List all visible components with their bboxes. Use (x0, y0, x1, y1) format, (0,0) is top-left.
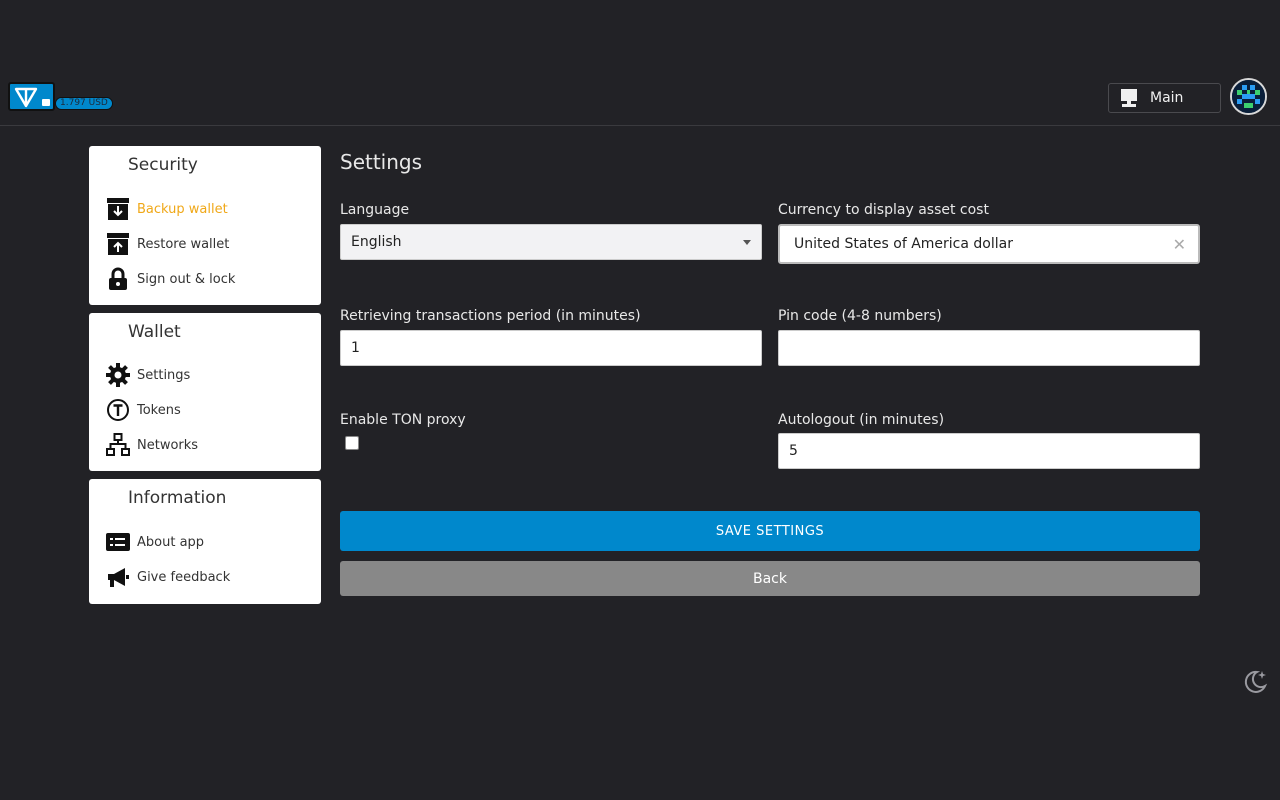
sidebar-item-label: Give feedback (137, 569, 231, 585)
currency-value: United States of America dollar (794, 236, 1013, 252)
lock-icon (105, 266, 131, 292)
sidebar-item-label: Sign out & lock (137, 271, 236, 287)
sidebar-item-label: Tokens (137, 402, 181, 418)
sidebar-item-restore-wallet[interactable]: Restore wallet (105, 231, 305, 257)
lock-badge-icon (42, 99, 50, 106)
sidebar-item-about-app[interactable]: About app (105, 529, 305, 555)
section-title-wallet: Wallet (128, 322, 181, 342)
back-button[interactable]: Back (340, 561, 1200, 596)
autologout-label: Autologout (in minutes) (778, 412, 945, 428)
top-bar: 1.797 USD Main (0, 0, 1280, 126)
information-section: Information About app Give feedback (89, 479, 321, 604)
sidebar-item-give-feedback[interactable]: Give feedback (105, 564, 305, 590)
page-title: Settings (340, 150, 423, 174)
caret-down-icon (743, 240, 751, 245)
avatar[interactable] (1230, 78, 1267, 115)
period-label: Retrieving transactions period (in minut… (340, 308, 641, 324)
sidebar-item-label: About app (137, 534, 205, 550)
archive-up-icon (105, 231, 131, 257)
avatar-icon (1232, 80, 1265, 113)
archive-down-icon (105, 196, 131, 222)
sidebar-item-label: Restore wallet (137, 236, 230, 252)
security-section: Security Backup wallet Restore wallet Si… (89, 146, 321, 305)
sidebar-item-backup-wallet[interactable]: Backup wallet (105, 196, 305, 222)
language-select[interactable]: English (340, 224, 762, 260)
section-title-information: Information (128, 488, 227, 508)
monitor-icon (1121, 89, 1137, 107)
save-settings-button[interactable]: SAVE SETTINGS (340, 511, 1200, 551)
ton-logo-icon (14, 87, 38, 108)
language-value: English (351, 234, 402, 250)
sidebar-item-label: Networks (137, 437, 199, 453)
autologout-input[interactable] (778, 433, 1200, 469)
sidebar-item-sign-out[interactable]: Sign out & lock (105, 266, 305, 292)
network-icon (105, 432, 131, 458)
sidebar-item-settings[interactable]: Settings (105, 362, 305, 388)
language-label: Language (340, 202, 410, 218)
pin-input[interactable] (778, 330, 1200, 366)
proxy-label: Enable TON proxy (340, 412, 466, 428)
currency-select[interactable]: United States of America dollar ✕ (778, 224, 1200, 264)
token-icon (105, 397, 131, 423)
period-input[interactable] (340, 330, 762, 366)
network-selector-button[interactable]: Main (1108, 83, 1221, 113)
ton-logo[interactable] (8, 82, 55, 111)
moon-icon (1244, 670, 1268, 693)
info-card-icon (105, 529, 131, 555)
wallet-section: Wallet Settings Tokens Networks (89, 313, 321, 471)
sidebar-item-label: Backup wallet (137, 201, 228, 217)
network-label: Main (1150, 90, 1184, 106)
proxy-checkbox[interactable] (345, 436, 359, 450)
balance-badge: 1.797 USD (55, 97, 113, 110)
pin-label: Pin code (4-8 numbers) (778, 308, 942, 324)
gear-icon (105, 362, 131, 388)
clear-icon[interactable]: ✕ (1172, 235, 1186, 254)
dark-mode-toggle[interactable] (1241, 668, 1269, 696)
sidebar-item-tokens[interactable]: Tokens (105, 397, 305, 423)
sidebar-item-networks[interactable]: Networks (105, 432, 305, 458)
currency-label: Currency to display asset cost (778, 202, 989, 218)
megaphone-icon (105, 564, 131, 590)
sidebar-item-label: Settings (137, 367, 191, 383)
section-title-security: Security (128, 155, 198, 175)
